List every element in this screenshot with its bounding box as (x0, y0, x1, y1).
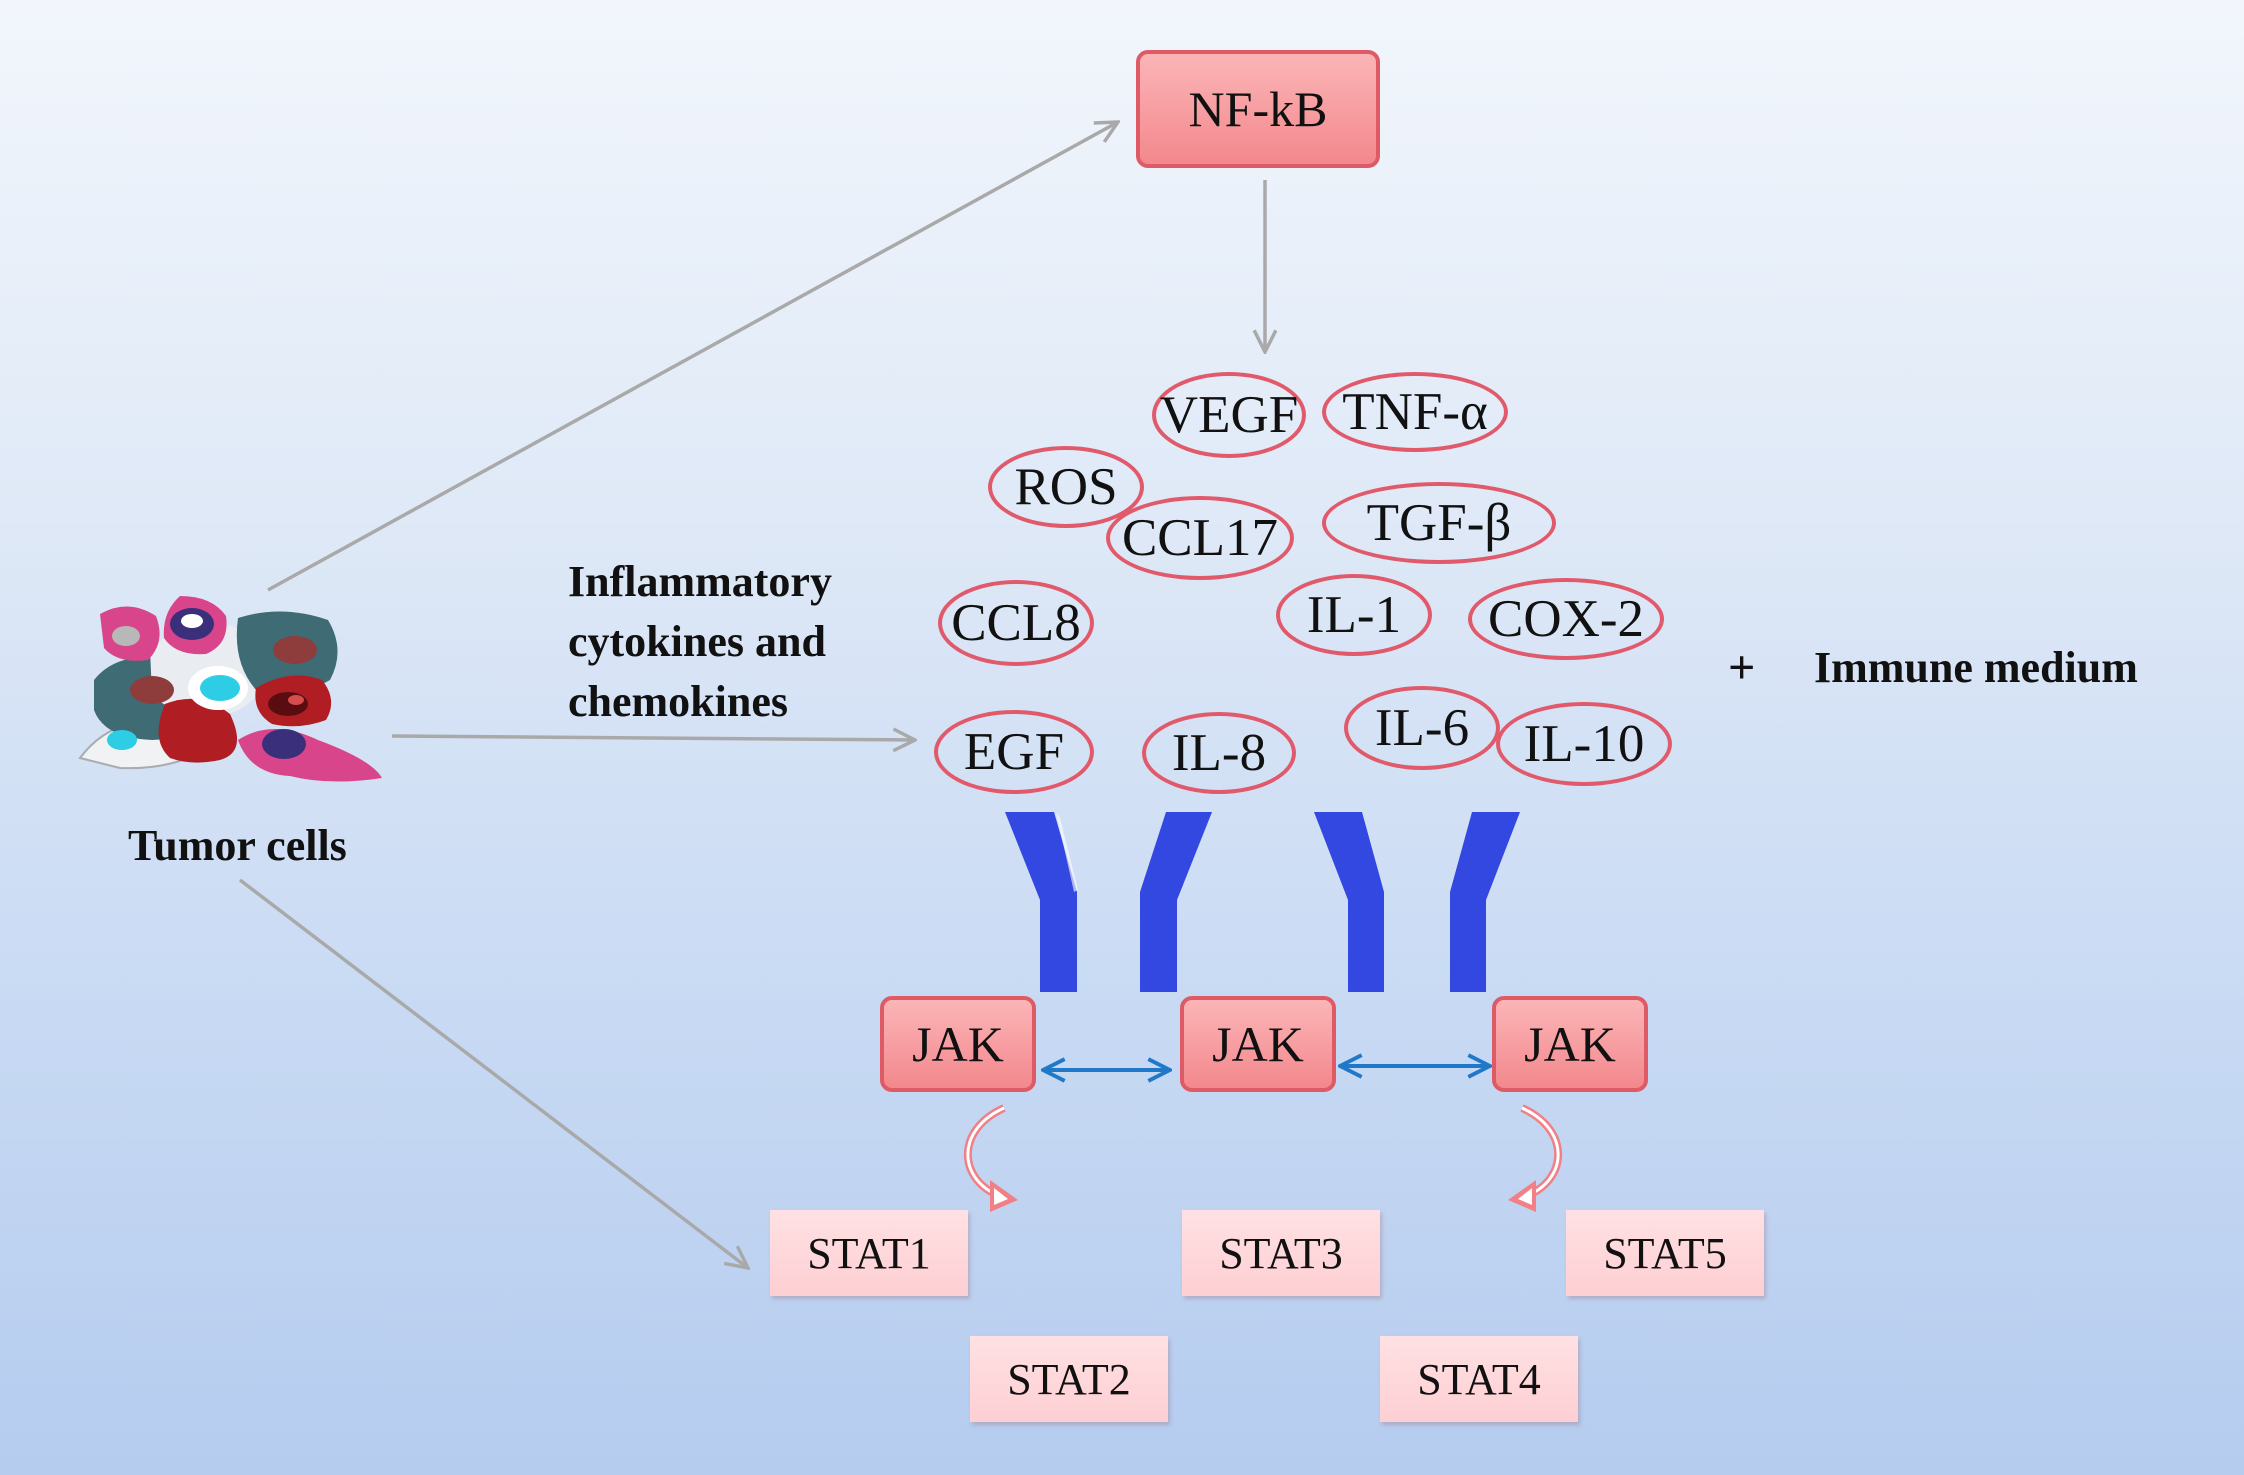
stat-box-3: STAT3 (1182, 1210, 1380, 1296)
cytokine-egf: EGF (934, 710, 1094, 794)
cytokine-ccl17: CCL17 (1106, 496, 1294, 580)
jak-label: JAK (912, 1016, 1004, 1072)
arrow-tumor-to-cytokines (391, 736, 915, 740)
stat-box-2: STAT2 (970, 1336, 1168, 1422)
receptor-1 (1005, 812, 1078, 992)
receptor-2 (1140, 812, 1212, 992)
jak-label: JAK (1212, 1016, 1304, 1072)
cytokine-ros: ROS (988, 446, 1144, 528)
cytokine-il-10: IL-10 (1496, 702, 1672, 786)
tumor-cells-label: Tumor cells (128, 821, 347, 870)
cytokines-annotation-line-2: cytokines and (568, 617, 826, 666)
stat-box-5: STAT5 (1566, 1210, 1764, 1296)
receptor-4 (1450, 812, 1520, 992)
cytokine-cox-2: COX-2 (1468, 578, 1664, 660)
cytokines-annotation-line-3: chemokines (568, 677, 788, 726)
cytokine-tgf-beta: TGF-β (1322, 482, 1556, 564)
receptor-3 (1314, 812, 1384, 992)
cytokines-annotation-line-1: Inflammatory (568, 557, 832, 606)
nfkb-label: NF-kB (1188, 81, 1328, 137)
jak-label: JAK (1524, 1016, 1616, 1072)
nfkb-node: NF-kB (1136, 50, 1380, 168)
plus-sign: + (1728, 641, 1756, 694)
cytokine-tnf-alpha: TNF-α (1322, 372, 1508, 452)
tumor-cells-icon (78, 596, 382, 782)
arrow-tumor-to-nfkb (267, 122, 1118, 592)
jak-node-3: JAK (1492, 996, 1648, 1092)
stat-box-1: STAT1 (770, 1210, 968, 1296)
cytokine-vegf: VEGF (1152, 372, 1306, 458)
cytokine-il-8: IL-8 (1142, 712, 1296, 794)
arrow-tumor-to-stat1 (238, 878, 748, 1268)
jak-node-2: JAK (1180, 996, 1336, 1092)
cytokine-ccl8: CCL8 (938, 580, 1094, 666)
curved-arrow-left (964, 1104, 1018, 1212)
cytokine-il-1: IL-1 (1276, 574, 1432, 656)
curved-arrow-right (1508, 1104, 1562, 1212)
immune-medium-label: Immune medium (1814, 643, 2138, 692)
stat-box-4: STAT4 (1380, 1336, 1578, 1422)
jak-node-1: JAK (880, 996, 1036, 1092)
cytokine-il-6: IL-6 (1344, 686, 1500, 770)
